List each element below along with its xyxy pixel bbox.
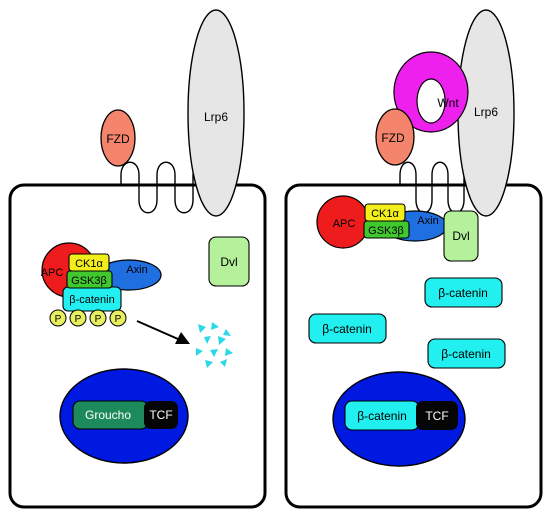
right-apc-label: APC xyxy=(333,218,356,230)
left-fzd-receptor xyxy=(100,109,136,167)
left-phosphate-label-1: P xyxy=(55,314,62,325)
beta-catenin-cytoplasmic-label-1: β-catenin xyxy=(438,286,488,300)
beta-catenin-cytoplasmic-1 xyxy=(424,277,503,308)
right-gsk3b-label: GSK3β xyxy=(368,225,404,237)
left-phosphate-4 xyxy=(109,309,127,327)
left-lrp6-label: Lrp6 xyxy=(204,110,228,124)
right-axin-label: Axin xyxy=(417,215,438,227)
left-lrp6-receptor xyxy=(187,9,245,217)
left-tcf-label: TCF xyxy=(149,408,172,422)
beta-catenin-nuclear-label: β-catenin xyxy=(357,409,407,423)
wnt-ligand xyxy=(393,51,469,133)
right-tcf xyxy=(416,401,458,430)
left-phosphate-label-4: P xyxy=(115,314,122,325)
left-phosphate-label-3: P xyxy=(95,314,102,325)
degradation-arrow xyxy=(136,320,179,340)
left-ck1a-label: CK1α xyxy=(75,258,103,270)
left-phosphate-3 xyxy=(89,309,107,327)
right-dvl xyxy=(443,210,479,262)
left-axin-label: Axin xyxy=(126,264,147,276)
right-cell-panel: Lrp6 Wnt FZD Axin APC CK1α GSK3β Dvl β-c… xyxy=(284,9,543,509)
left-gsk3b-label: GSK3β xyxy=(71,275,107,287)
left-phosphate-label-2: P xyxy=(75,314,82,325)
left-fzd-label: FZD xyxy=(106,132,130,146)
wnt-label: Wnt xyxy=(437,96,459,110)
beta-catenin-cytoplasmic-label-2: β-catenin xyxy=(322,322,372,336)
left-dvl-label: Dvl xyxy=(220,255,237,269)
right-tcf-label: TCF xyxy=(425,409,448,423)
left-apc-label: APC xyxy=(41,267,64,279)
left-tcf xyxy=(144,401,178,429)
right-fzd-receptor xyxy=(375,108,415,166)
groucho-label: Groucho xyxy=(85,408,131,422)
right-fzd-label: FZD xyxy=(381,131,405,145)
left-cell-panel: FZD Lrp6 Dvl Axin APC β-catenin CK1α GSK… xyxy=(8,9,267,509)
left-dvl xyxy=(208,236,250,287)
degradation-arrowhead xyxy=(175,332,190,344)
beta-catenin-cytoplasmic-label-3: β-catenin xyxy=(441,347,491,361)
degraded-beta-catenin-fragments xyxy=(196,322,233,368)
right-lrp6-label: Lrp6 xyxy=(474,105,498,119)
right-gsk3b xyxy=(363,220,410,239)
left-beta-catenin-label: β-catenin xyxy=(69,294,114,306)
left-phosphate-2 xyxy=(69,309,87,327)
beta-catenin-cytoplasmic-2 xyxy=(308,313,387,344)
right-dvl-label: Dvl xyxy=(452,229,469,243)
left-phosphate-1 xyxy=(49,309,67,327)
left-gsk3b xyxy=(66,270,113,289)
beta-catenin-cytoplasmic-3 xyxy=(427,338,506,369)
right-ck1a-label: CK1α xyxy=(371,208,399,220)
